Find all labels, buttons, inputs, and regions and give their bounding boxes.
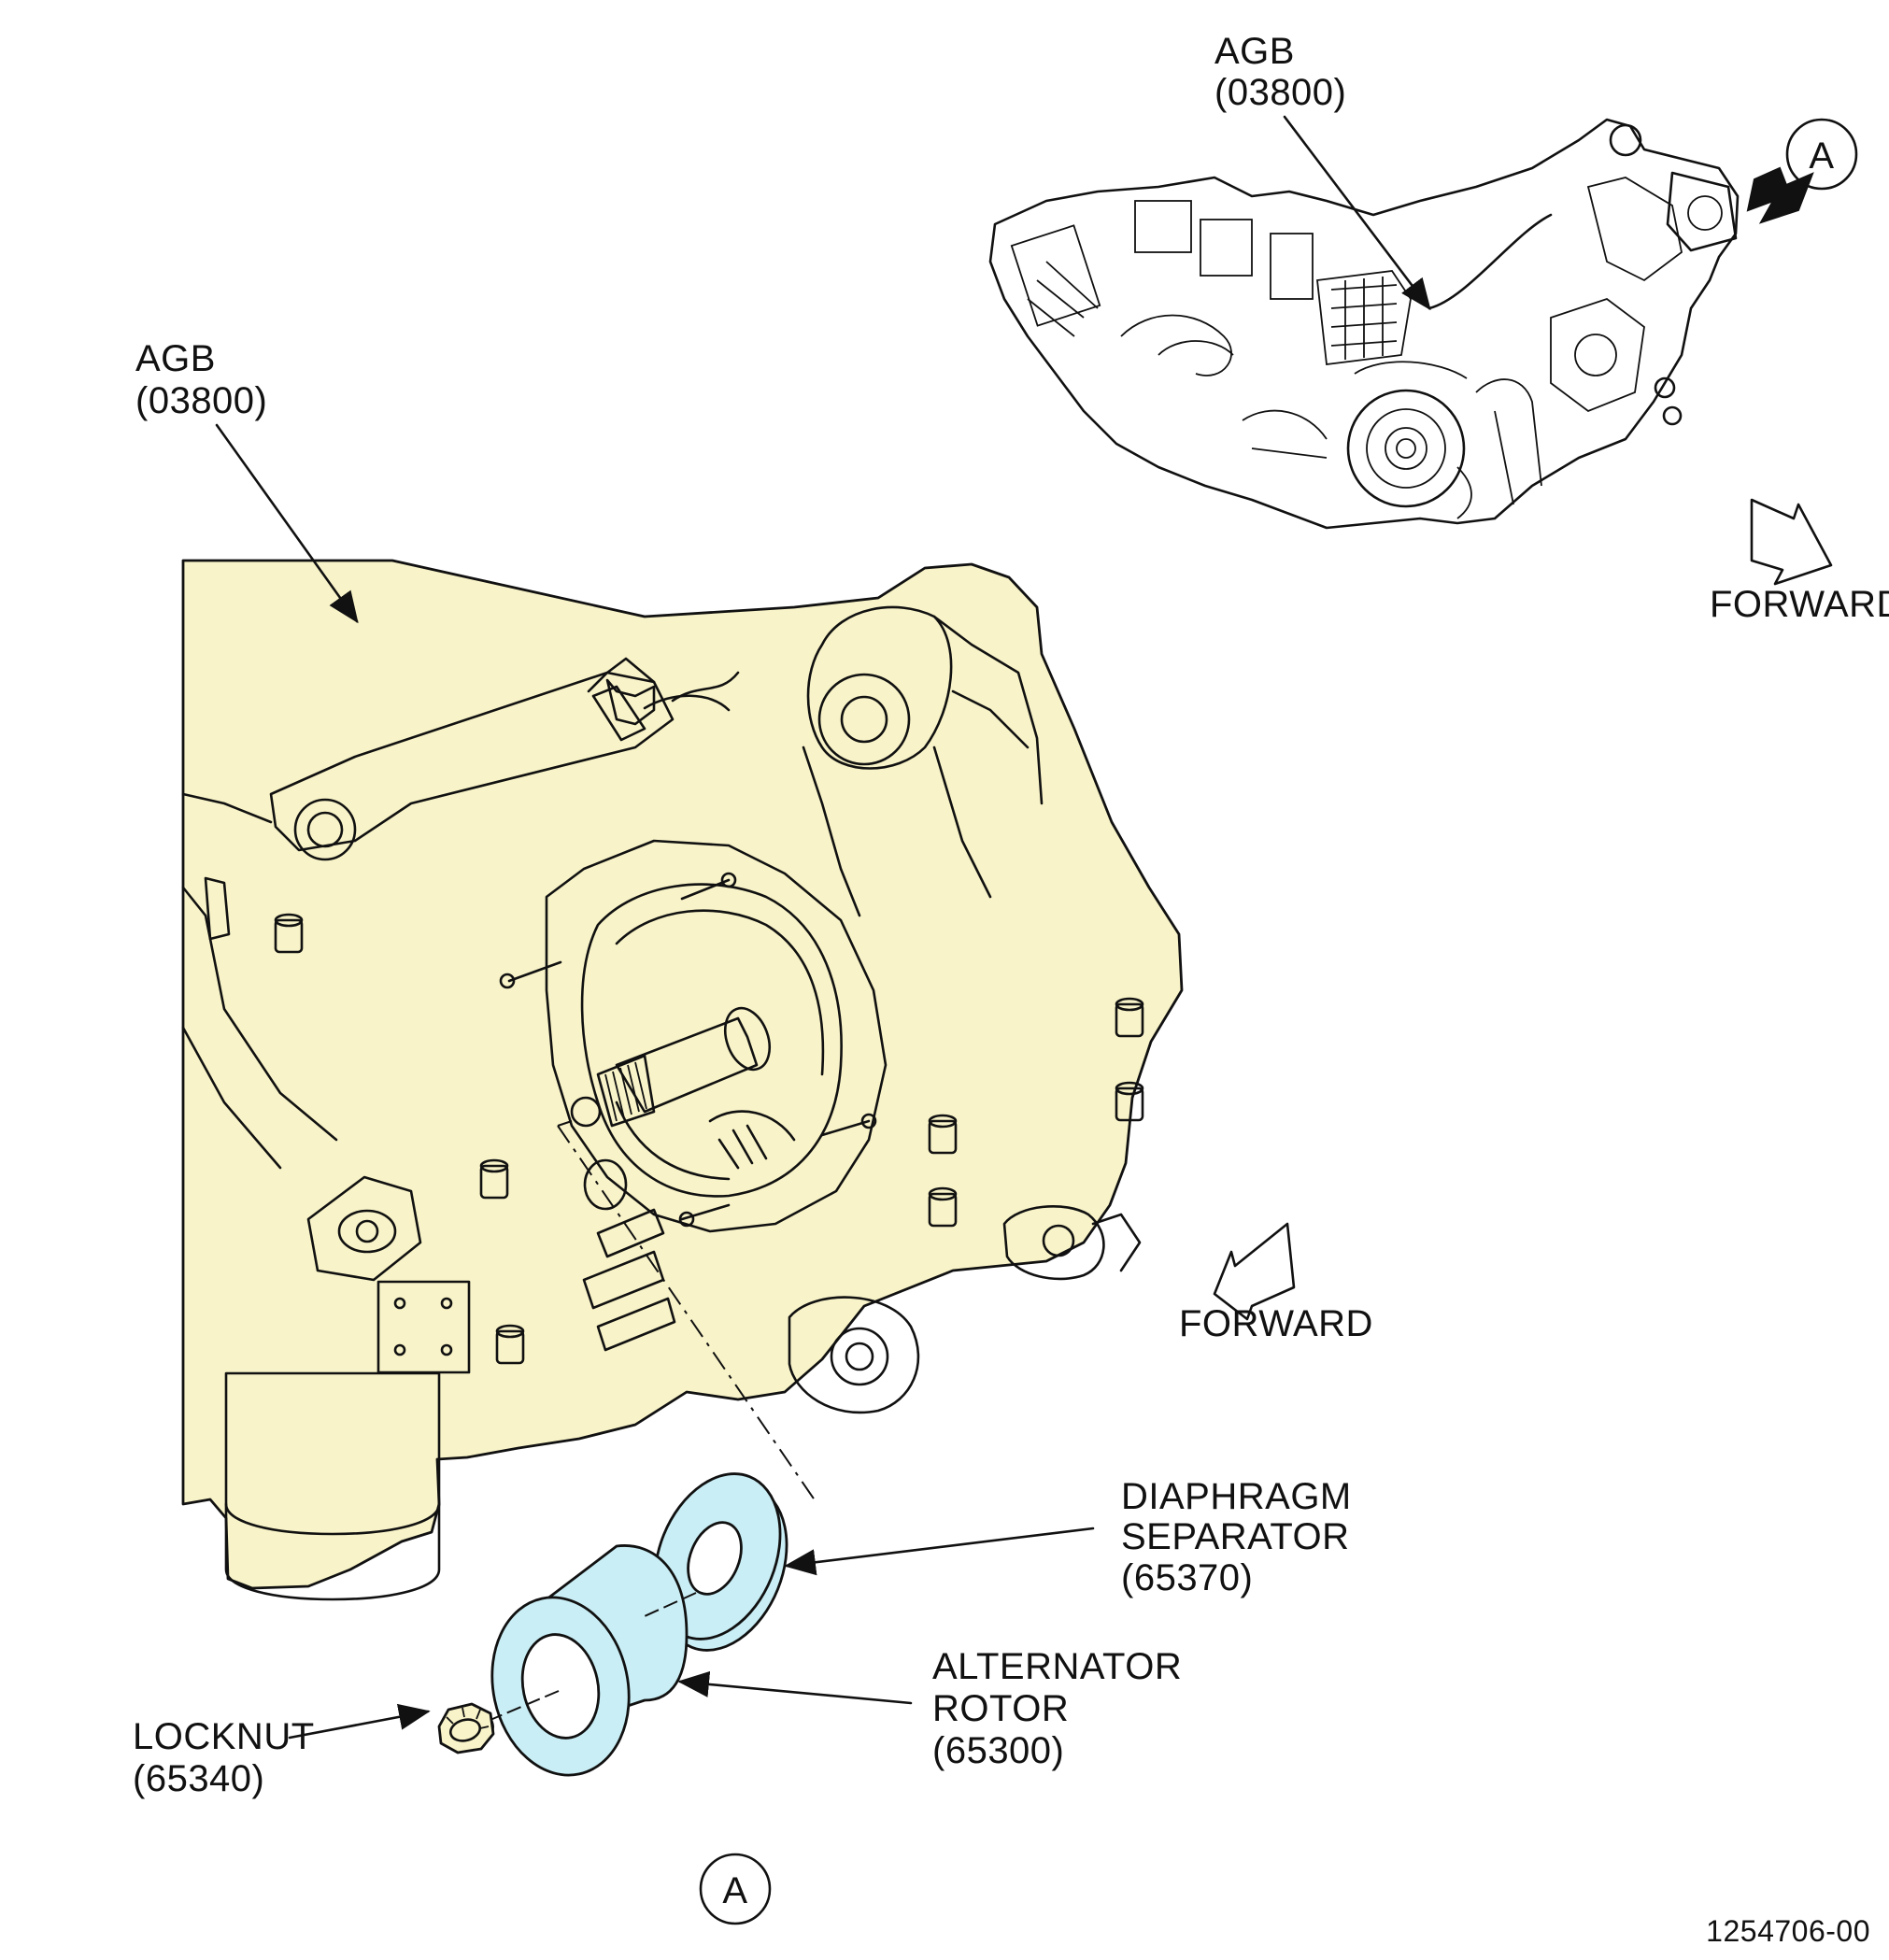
forward-arrow-main (1213, 1222, 1296, 1321)
svg-text:ALTERNATOR: ALTERNATOR (932, 1646, 1182, 1687)
alternator-rotor-part (447, 1544, 697, 1777)
svg-text:(65340): (65340) (133, 1758, 264, 1799)
svg-text:A: A (1809, 135, 1834, 177)
view-arrow (1746, 166, 1814, 224)
forward-label-main: FORWARD (1179, 1303, 1373, 1344)
agb-label-main: AGB (03800) (135, 338, 267, 421)
svg-text:SEPARATOR: SEPARATOR (1121, 1516, 1350, 1557)
locknut-label: LOCKNUT (65340) (133, 1716, 315, 1799)
forward-arrow-top (1750, 498, 1833, 586)
locknut-part (437, 1702, 495, 1754)
view-marker-a-top: A (1785, 118, 1858, 191)
engine-overview-illustration (988, 118, 1740, 530)
svg-text:(65300): (65300) (932, 1730, 1064, 1771)
figure-number: 1254706-00 (1706, 1914, 1870, 1948)
svg-text:(03800): (03800) (1214, 72, 1346, 113)
leader-lines (215, 115, 1553, 1740)
svg-text:A: A (722, 1870, 747, 1911)
alternator-rotor-label: ALTERNATOR ROTOR (65300) (932, 1646, 1182, 1771)
svg-text:(65370): (65370) (1121, 1557, 1253, 1598)
svg-text:LOCKNUT: LOCKNUT (133, 1716, 315, 1757)
agb-label-top: AGB (03800) (1214, 31, 1346, 113)
svg-text:DIAPHRAGM: DIAPHRAGM (1121, 1476, 1352, 1517)
agb-housing-illustration (181, 559, 1184, 1601)
view-marker-a-bottom: A (699, 1853, 772, 1925)
svg-text:AGB: AGB (1214, 31, 1295, 72)
svg-text:AGB: AGB (135, 338, 216, 379)
svg-text:(03800): (03800) (135, 380, 267, 421)
diaphragm-separator-label: DIAPHRAGM SEPARATOR (65370) (1121, 1476, 1352, 1598)
svg-text:ROTOR: ROTOR (932, 1688, 1069, 1729)
forward-label-top: FORWARD (1710, 584, 1889, 625)
